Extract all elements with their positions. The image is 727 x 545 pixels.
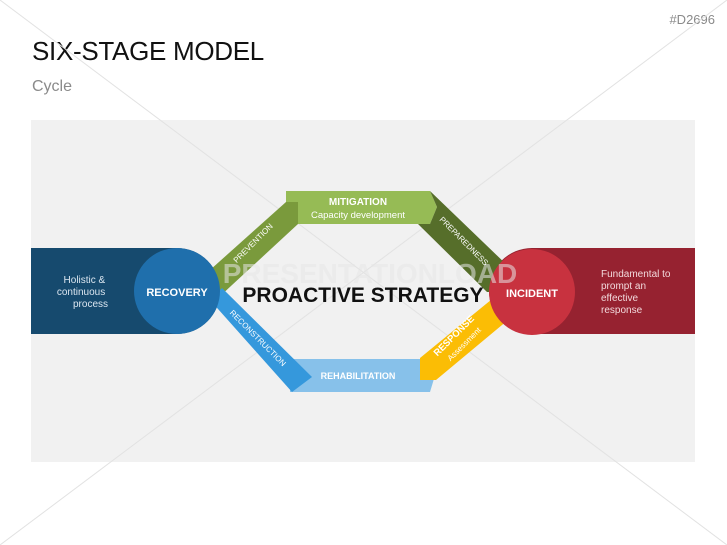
stage-rehabilitation[interactable]	[290, 359, 440, 392]
incident-label: INCIDENT	[506, 288, 558, 300]
stage-preparedness[interactable]	[418, 191, 510, 292]
incident-node[interactable]	[489, 249, 575, 335]
stage-mitigation[interactable]	[286, 191, 437, 224]
slide-subtitle: Cycle	[32, 78, 73, 95]
slide-title: SIX-STAGE MODEL	[32, 36, 264, 66]
stage-prevention[interactable]	[210, 202, 298, 298]
incident-description: Fundamental to prompt an effective respo…	[601, 269, 673, 316]
mitigation-sublabel: Capacity development	[311, 210, 405, 221]
recovery-node[interactable]	[134, 248, 220, 334]
recovery-label: RECOVERY	[146, 287, 208, 299]
center-label: PROACTIVE STRATEGY	[242, 284, 483, 307]
watermark-text: PRESENTATIONLOAD	[223, 258, 518, 289]
slide-code: #D2696	[669, 12, 715, 27]
stage-reconstruction[interactable]	[210, 288, 312, 392]
mitigation-label: MITIGATION	[329, 197, 387, 208]
stage-response[interactable]	[420, 295, 508, 380]
reconstruction-label: RECONSTRUCTION	[228, 308, 288, 368]
recovery-description: Holistic & continuous process	[57, 275, 108, 310]
rehabilitation-label: REHABILITATION	[321, 371, 396, 381]
